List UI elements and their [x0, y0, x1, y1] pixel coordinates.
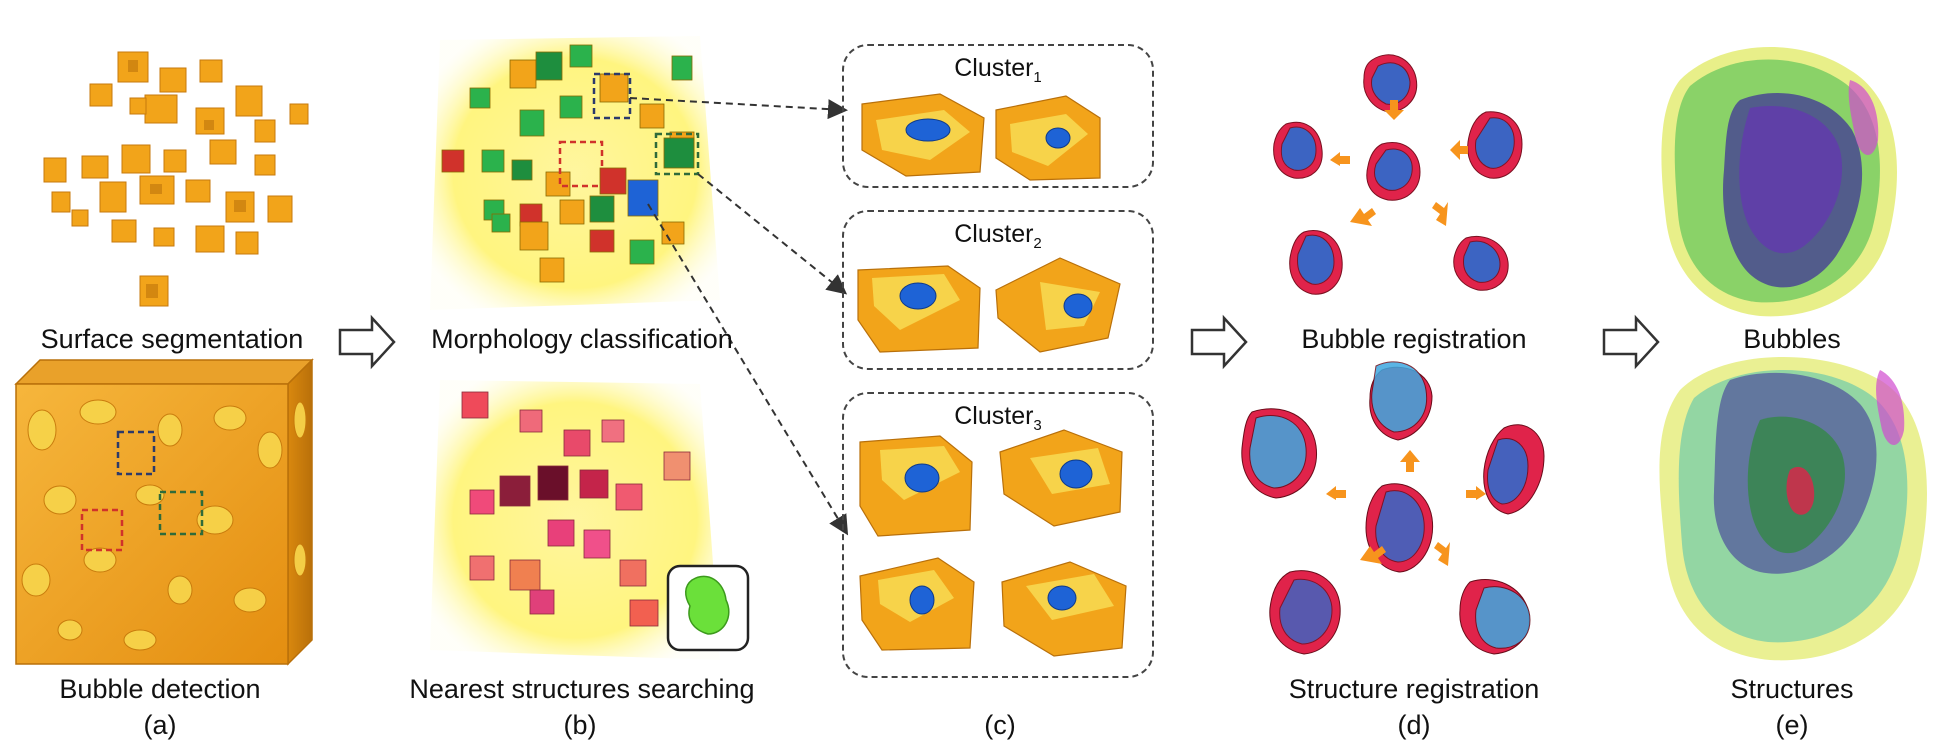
- cluster1-samples: [861, 93, 1101, 181]
- cluster-2-box: Cluster2: [842, 210, 1154, 370]
- panel-letter-d: (d): [1397, 710, 1431, 740]
- registration-arrows: [1330, 100, 1468, 226]
- flow-arrow-d-e: [1602, 314, 1660, 370]
- overlaid-bubbles: [1661, 47, 1897, 317]
- bubble-registration: [1273, 54, 1523, 295]
- panel-letter-c: (c): [984, 710, 1016, 740]
- highlight-box-red-b: [558, 140, 604, 188]
- label-bubbles: Bubbles: [1743, 324, 1841, 354]
- classified-surfaces: [430, 36, 720, 310]
- cluster2-samples: [857, 257, 1121, 353]
- panel-letter-e: (e): [1775, 710, 1809, 740]
- highlight-box-red: [80, 508, 124, 552]
- query-bubble: [685, 575, 730, 635]
- nearest-structures: [430, 380, 750, 660]
- flow-arrow-a-b: [338, 314, 396, 370]
- label-structures: Structures: [1730, 674, 1854, 704]
- bubble-icon: [905, 118, 951, 142]
- cluster-3-title: Cluster3: [954, 402, 1042, 434]
- cluster-1-box: Cluster1: [842, 44, 1154, 188]
- porous-cube: [14, 358, 314, 666]
- label-structure-registration: Structure registration: [1288, 674, 1540, 704]
- structure-registration-arrows: [1326, 450, 1486, 566]
- cluster-connectors: [629, 97, 849, 536]
- panel-letter-a: (a): [143, 710, 177, 740]
- structure-registration: [1241, 361, 1545, 655]
- panel-letter-b: (b): [563, 710, 597, 740]
- label-nearest-structures-searching: Nearest structures searching: [409, 674, 755, 704]
- cluster-3-box: Cluster3: [842, 392, 1154, 678]
- flow-arrow-c-d: [1190, 314, 1248, 370]
- cluster-2-title: Cluster2: [954, 220, 1042, 252]
- cluster-1-title: Cluster1: [954, 54, 1042, 86]
- segmented-surfaces: [43, 51, 309, 307]
- label-bubble-registration: Bubble registration: [1301, 324, 1527, 354]
- cluster3-samples: [859, 429, 1127, 657]
- highlight-box-green: [158, 490, 204, 536]
- highlight-box-blue: [116, 430, 156, 476]
- highlight-box-green-b: [654, 132, 700, 176]
- label-bubble-detection: Bubble detection: [59, 674, 261, 704]
- label-surface-segmentation: Surface segmentation: [40, 324, 304, 354]
- overlaid-structures: [1659, 357, 1927, 661]
- label-morphology-classification: Morphology classification: [431, 324, 733, 354]
